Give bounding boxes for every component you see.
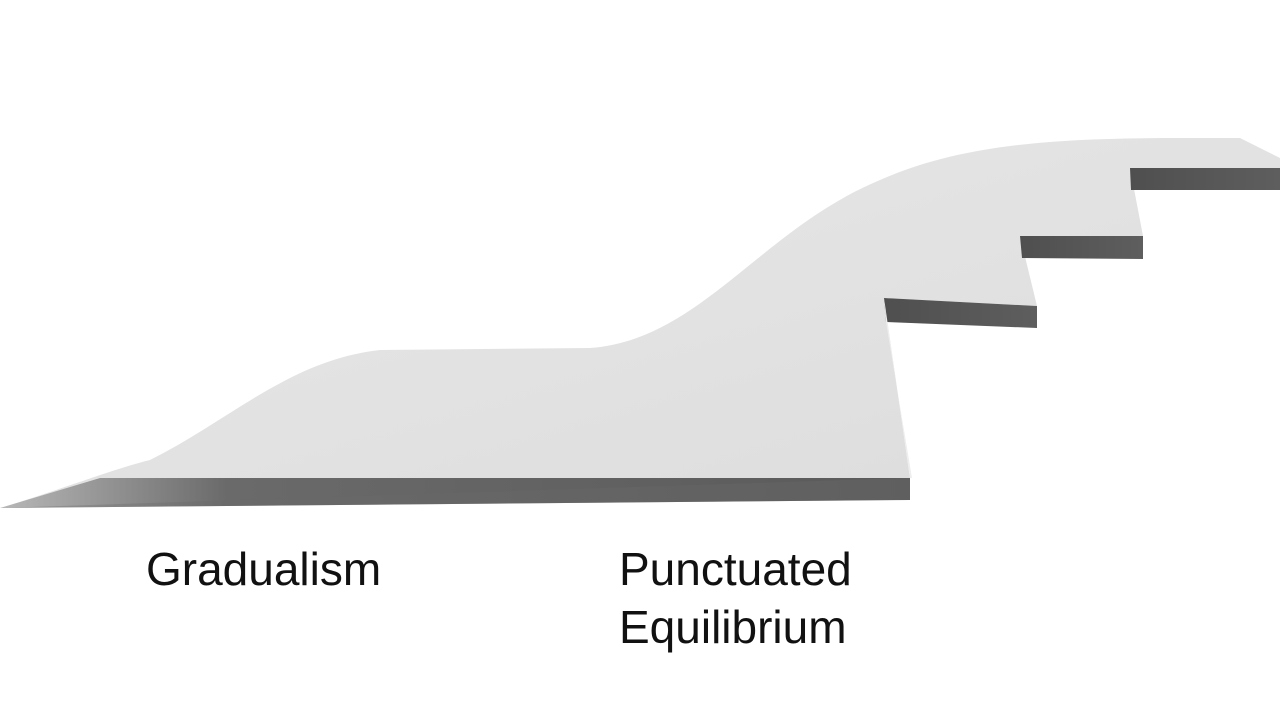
punctuated-label-line-2: Equilibrium [619, 601, 847, 653]
step-edge-2 [1020, 236, 1143, 259]
gradualism-label: Gradualism [146, 543, 382, 595]
punctuated-equilibrium-label: Punctuated Equilibrium [619, 540, 852, 656]
slab-front-edge [0, 478, 910, 508]
slab-top-surface [0, 138, 1280, 508]
step-edge-1 [884, 298, 1037, 328]
punctuated-label-line-1: Punctuated [619, 543, 852, 595]
slab-front-edge-lower [0, 478, 910, 508]
step-edge-3 [1130, 168, 1280, 190]
